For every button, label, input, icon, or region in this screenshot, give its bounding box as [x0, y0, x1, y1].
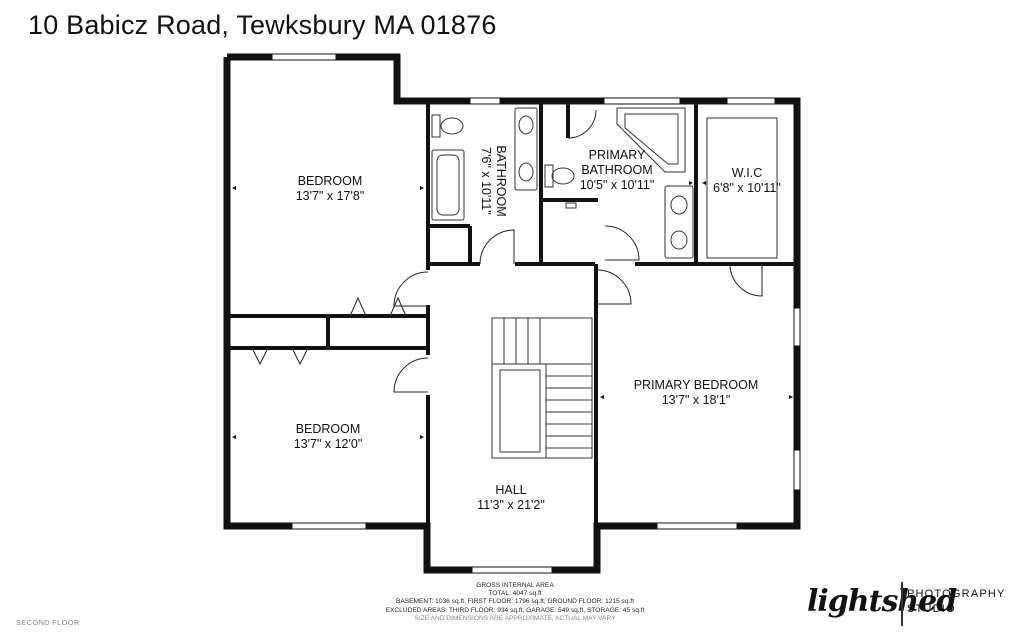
door-wic [729, 263, 763, 297]
room-size: 6'8" x 10'11" [713, 181, 781, 195]
door-toilet [567, 109, 597, 139]
double-vanity [664, 185, 694, 259]
bathtub [431, 149, 465, 221]
door-primary-bath [604, 225, 640, 261]
staircase [491, 317, 593, 459]
room-size: 13'7" x 12'0" [293, 437, 363, 451]
room-bedroom-1: BEDROOM 13'7" x 17'8" [260, 174, 400, 204]
room-primary-bathroom: PRIMARY BATHROOM 10'5" x 10'11" [560, 148, 674, 193]
floor-label: SECOND FLOOR [16, 618, 80, 627]
interior-walls [228, 101, 797, 526]
room-hall: HALL 11'3" x 21'2" [450, 483, 572, 513]
room-name: BEDROOM [297, 174, 363, 188]
studio-logo: lightshed PHOTOGRAPHY STUDIO [807, 580, 1007, 630]
door-bedroom2 [393, 357, 429, 393]
room-bedroom-2: BEDROOM 13'7" x 12'0" [258, 422, 398, 452]
corner-tub [616, 107, 686, 173]
closet-door-upper [349, 296, 407, 317]
room-primary-bedroom: PRIMARY BEDROOM 13'7" x 18'1" [610, 378, 782, 408]
room-name-line2: BATHROOM [581, 163, 653, 177]
windows [271, 53, 801, 574]
room-name: BEDROOM [295, 422, 361, 436]
fixtures [431, 107, 778, 259]
area-line1: BASEMENT: 1036 sq.ft, FIRST FLOOR: 1796 … [395, 598, 635, 606]
property-address: 10 Babicz Road, Tewksbury MA 01876 [28, 10, 497, 40]
room-size: 11'3" x 21'2" [477, 498, 545, 512]
room-name: HALL [495, 483, 527, 497]
room-name: W.I.C [731, 166, 763, 180]
area-total: TOTAL: 4047 sq.ft [488, 590, 542, 598]
room-name-line1: PRIMARY [588, 148, 646, 162]
room-wic: W.I.C 6'8" x 10'11" [700, 166, 794, 196]
logo-line2: STUDIO [907, 603, 956, 615]
logo-divider [901, 582, 903, 626]
area-disclaimer: SIZE AND DIMENSIONS ARE APPROXIMATE, ACT… [414, 614, 616, 622]
door-bathroom [479, 229, 515, 265]
vanity [514, 107, 538, 191]
wic-shelving [706, 117, 778, 259]
room-size: 13'7" x 18'1" [661, 393, 731, 407]
room-size: 13'7" x 17'8" [295, 189, 365, 203]
logo-line1: PHOTOGRAPHY [907, 588, 1006, 600]
door-bedroom1 [393, 271, 429, 307]
area-heading: GROSS INTERNAL AREA [476, 582, 554, 589]
closet-door-lower [251, 347, 309, 366]
room-size: 7'6" x 10'11" [479, 147, 493, 215]
door-primary-bedroom [596, 269, 632, 305]
room-name: BATHROOM [494, 145, 508, 217]
toilet-primary [551, 167, 575, 185]
logo-script: lightshed [807, 584, 957, 619]
room-size: 10'5" x 10'11" [579, 178, 655, 192]
room-name: PRIMARY BEDROOM [633, 378, 759, 392]
dimension-ticks [232, 181, 793, 439]
area-summary: GROSS INTERNAL AREA TOTAL: 4047 sq.ft BA… [340, 582, 690, 623]
area-line2: EXCLUDED AREAS: THIRD FLOOR: 934 sq.ft, … [385, 606, 645, 614]
room-bathroom: BATHROOM 7'6" x 10'11" [478, 118, 508, 244]
doors [251, 109, 763, 393]
